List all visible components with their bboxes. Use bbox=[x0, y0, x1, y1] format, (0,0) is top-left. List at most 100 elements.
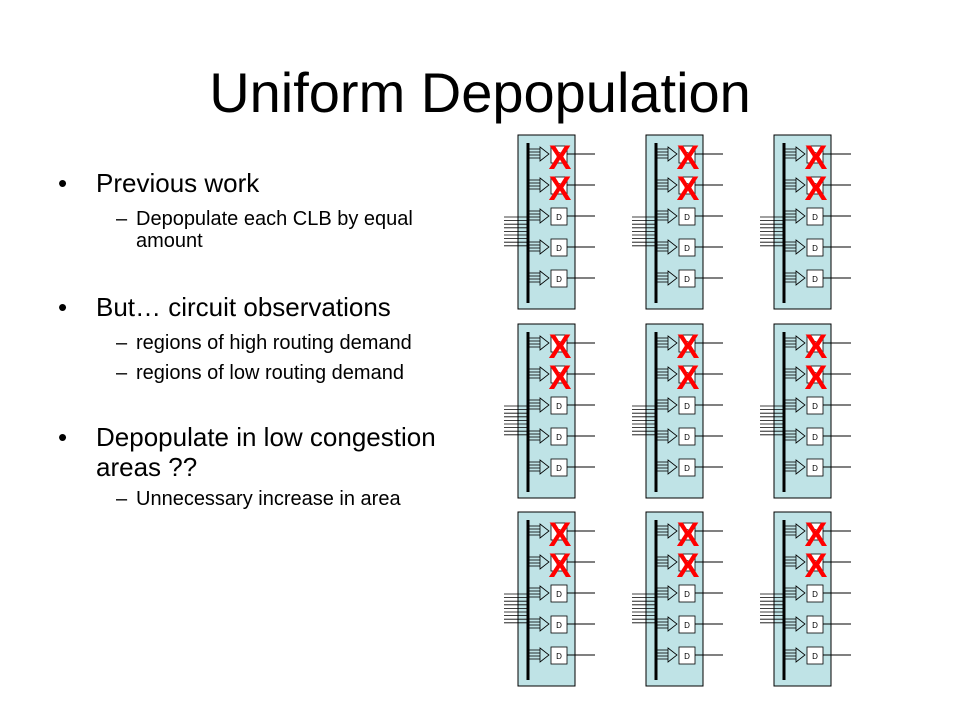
flip-flop-label: D bbox=[684, 151, 690, 160]
flip-flop-label: D bbox=[556, 244, 562, 253]
sub-bullet: – regions of high routing demand bbox=[58, 332, 458, 354]
lut-mux bbox=[539, 616, 550, 632]
lut-mux bbox=[795, 239, 806, 255]
flip-flop-label: D bbox=[812, 464, 818, 473]
flip-flop bbox=[806, 522, 824, 541]
bullet-circuit-observations: • But… circuit observations bbox=[58, 292, 458, 322]
flip-flop-label: D bbox=[684, 590, 690, 599]
flip-flop-label: D bbox=[556, 559, 562, 568]
flip-flop bbox=[806, 615, 824, 634]
flip-flop bbox=[550, 207, 568, 226]
flip-flop-label: D bbox=[684, 402, 690, 411]
sub-bullet-mark: – bbox=[116, 488, 128, 510]
depopulation-x-icon: X bbox=[549, 139, 572, 177]
flip-flop bbox=[806, 334, 824, 353]
flip-flop bbox=[678, 269, 696, 288]
flip-flop-label: D bbox=[556, 371, 562, 380]
sub-bullet-text: regions of low routing demand bbox=[136, 362, 404, 384]
flip-flop-label: D bbox=[556, 151, 562, 160]
depopulation-x-icon: X bbox=[805, 139, 828, 177]
lut-mux bbox=[539, 428, 550, 444]
depopulation-x-icon: X bbox=[805, 359, 828, 397]
depopulation-x-icon: X bbox=[805, 328, 828, 366]
flip-flop bbox=[550, 615, 568, 634]
flip-flop-label: D bbox=[812, 652, 818, 661]
flip-flop-label: D bbox=[556, 182, 562, 191]
lut-mux bbox=[539, 554, 550, 570]
flip-flop-label: D bbox=[812, 371, 818, 380]
flip-flop bbox=[550, 522, 568, 541]
depopulation-x-icon: X bbox=[805, 516, 828, 554]
flip-flop-label: D bbox=[684, 275, 690, 284]
lut-mux bbox=[795, 270, 806, 286]
lut-mux bbox=[539, 239, 550, 255]
lut-mux bbox=[795, 335, 806, 351]
flip-flop bbox=[678, 646, 696, 665]
flip-flop-label: D bbox=[684, 559, 690, 568]
flip-flop bbox=[550, 646, 568, 665]
bullet-depopulate-low-congestion: • Depopulate in low congestion areas ?? bbox=[58, 422, 458, 482]
flip-flop bbox=[806, 207, 824, 226]
flip-flop-label: D bbox=[684, 621, 690, 630]
sub-bullet-mark: – bbox=[116, 362, 128, 384]
lut-mux bbox=[539, 208, 550, 224]
sub-bullet-text: Unnecessary increase in area bbox=[136, 488, 401, 510]
depopulation-x-icon: X bbox=[549, 516, 572, 554]
lut-mux bbox=[795, 523, 806, 539]
flip-flop-label: D bbox=[812, 182, 818, 191]
flip-flop-label: D bbox=[684, 340, 690, 349]
lut-mux bbox=[667, 208, 678, 224]
flip-flop-label: D bbox=[684, 652, 690, 661]
flip-flop bbox=[806, 553, 824, 572]
flip-flop bbox=[550, 238, 568, 257]
flip-flop-label: D bbox=[556, 464, 562, 473]
flip-flop-label: D bbox=[684, 528, 690, 537]
lut-mux bbox=[539, 459, 550, 475]
depopulation-x-icon: X bbox=[677, 516, 700, 554]
flip-flop bbox=[678, 615, 696, 634]
lut-mux bbox=[795, 554, 806, 570]
flip-flop bbox=[678, 145, 696, 164]
lut-mux bbox=[667, 177, 678, 193]
lut-mux bbox=[667, 366, 678, 382]
flip-flop bbox=[806, 176, 824, 195]
flip-flop bbox=[678, 176, 696, 195]
flip-flop-label: D bbox=[684, 371, 690, 380]
depopulation-x-icon: X bbox=[805, 170, 828, 208]
flip-flop bbox=[806, 238, 824, 257]
lut-mux bbox=[667, 335, 678, 351]
flip-flop bbox=[678, 334, 696, 353]
flip-flop-label: D bbox=[556, 652, 562, 661]
lut-mux bbox=[795, 647, 806, 663]
flip-flop bbox=[550, 396, 568, 415]
lut-mux bbox=[795, 208, 806, 224]
flip-flop-label: D bbox=[556, 402, 562, 411]
flip-flop bbox=[678, 365, 696, 384]
lut-mux bbox=[539, 366, 550, 382]
lut-mux bbox=[795, 585, 806, 601]
flip-flop-label: D bbox=[812, 340, 818, 349]
lut-mux bbox=[667, 397, 678, 413]
flip-flop-label: D bbox=[812, 151, 818, 160]
lut-mux bbox=[667, 270, 678, 286]
flip-flop-label: D bbox=[684, 464, 690, 473]
flip-flop-label: D bbox=[684, 244, 690, 253]
lut-mux bbox=[539, 270, 550, 286]
flip-flop-label: D bbox=[556, 590, 562, 599]
flip-flop bbox=[678, 458, 696, 477]
lut-mux bbox=[795, 177, 806, 193]
flip-flop bbox=[678, 522, 696, 541]
flip-flop-label: D bbox=[556, 340, 562, 349]
flip-flop bbox=[678, 584, 696, 603]
flip-flop bbox=[550, 176, 568, 195]
sub-bullet-mark: – bbox=[116, 208, 128, 230]
lut-mux bbox=[667, 585, 678, 601]
flip-flop-label: D bbox=[556, 528, 562, 537]
sub-bullet: – Depopulate each CLB by equal amount bbox=[58, 208, 458, 252]
flip-flop bbox=[806, 396, 824, 415]
lut-mux bbox=[667, 523, 678, 539]
